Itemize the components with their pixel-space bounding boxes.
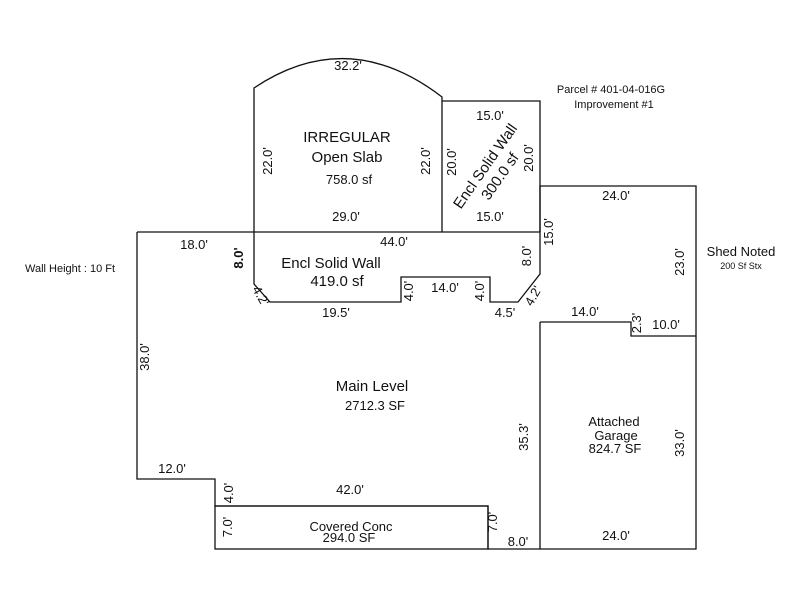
dim-encl-bottom: 15.0' bbox=[476, 209, 504, 224]
garage-subtitle: Garage bbox=[594, 428, 637, 443]
dim-garage-bottom: 24.0' bbox=[602, 528, 630, 543]
dim-main-step-down: 4.0' bbox=[221, 483, 236, 504]
dim-irr-left: 22.0' bbox=[260, 147, 275, 175]
wall-height-note: Wall Height : 10 Ft bbox=[25, 263, 115, 275]
dim-center-top: 44.0' bbox=[380, 234, 408, 249]
dim-encl-left: 20.0' bbox=[444, 148, 459, 176]
improvement-label: Improvement #1 bbox=[574, 99, 653, 111]
dim-bottom-notch: 8.0' bbox=[508, 534, 529, 549]
garage-area: 824.7 SF bbox=[589, 441, 642, 456]
encl-wall-center-label: Encl Solid Wall bbox=[281, 255, 380, 272]
dim-notch-top: 14.0' bbox=[431, 280, 459, 295]
dim-center-bottom-left: 19.5' bbox=[322, 305, 350, 320]
dim-notch-right: 4.0' bbox=[472, 281, 487, 302]
parcel-number: Parcel # 401-04-016G bbox=[557, 84, 665, 96]
dim-irr-right: 22.0' bbox=[418, 147, 433, 175]
garage-title: Attached bbox=[588, 414, 639, 429]
dim-garage-inner-top: 14.0' bbox=[571, 304, 599, 319]
encl-wall-center-area: 419.0 sf bbox=[310, 273, 364, 290]
covered-conc-outline bbox=[214, 505, 489, 550]
main-level-area: 2712.3 SF bbox=[345, 398, 405, 413]
covered-conc-label: Covered Conc bbox=[309, 519, 393, 534]
dim-main-step-right: 15.0' bbox=[541, 218, 556, 246]
dim-arc-top: 32.2' bbox=[334, 58, 362, 73]
dim-center-diag-right: 4.2' bbox=[521, 283, 544, 308]
dim-garage-right-upper: 23.0' bbox=[672, 248, 687, 276]
dim-main-bottom-left: 12.0' bbox=[158, 461, 186, 476]
dim-main-left: 38.0' bbox=[137, 343, 152, 371]
dim-center-bottom-right: 4.5' bbox=[495, 305, 516, 320]
shed-noted-label: Shed Noted bbox=[707, 244, 776, 259]
dim-irr-bottom: 29.0' bbox=[332, 209, 360, 224]
dim-center-right: 8.0' bbox=[519, 246, 534, 267]
shed-detail-label: 200 Sf Stx bbox=[720, 261, 762, 271]
irregular-slab-outline bbox=[253, 57, 443, 232]
dim-main-bottom: 42.0' bbox=[336, 482, 364, 497]
dim-covered-left: 7.0' bbox=[220, 517, 235, 538]
irregular-area: 758.0 sf bbox=[326, 172, 373, 187]
dim-encl-right: 20.0' bbox=[521, 144, 536, 172]
dim-notch-left: 4.0' bbox=[401, 281, 416, 302]
dim-garage-top: 24.0' bbox=[602, 188, 630, 203]
dim-main-right-inner: 35.3' bbox=[516, 423, 531, 451]
dim-center-diag-left: 4.2' bbox=[249, 283, 272, 308]
garage-outline bbox=[539, 322, 697, 550]
dim-encl-top: 15.0' bbox=[476, 108, 504, 123]
dim-covered-right: 7.0' bbox=[485, 512, 500, 533]
dim-garage-step: 2.3' bbox=[629, 313, 644, 334]
irregular-subtitle: Open Slab bbox=[312, 149, 383, 166]
dim-garage-right: 33.0' bbox=[672, 429, 687, 457]
irregular-title: IRREGULAR bbox=[303, 129, 391, 146]
dim-garage-step-top: 10.0' bbox=[652, 317, 680, 332]
dim-main-top-left: 18.0' bbox=[180, 237, 208, 252]
dim-main-left-small: 8.0' bbox=[231, 247, 246, 268]
encl-wall-center-outline bbox=[253, 231, 541, 303]
covered-conc-area: 294.0 SF bbox=[323, 530, 376, 545]
main-level-label: Main Level bbox=[336, 378, 409, 395]
